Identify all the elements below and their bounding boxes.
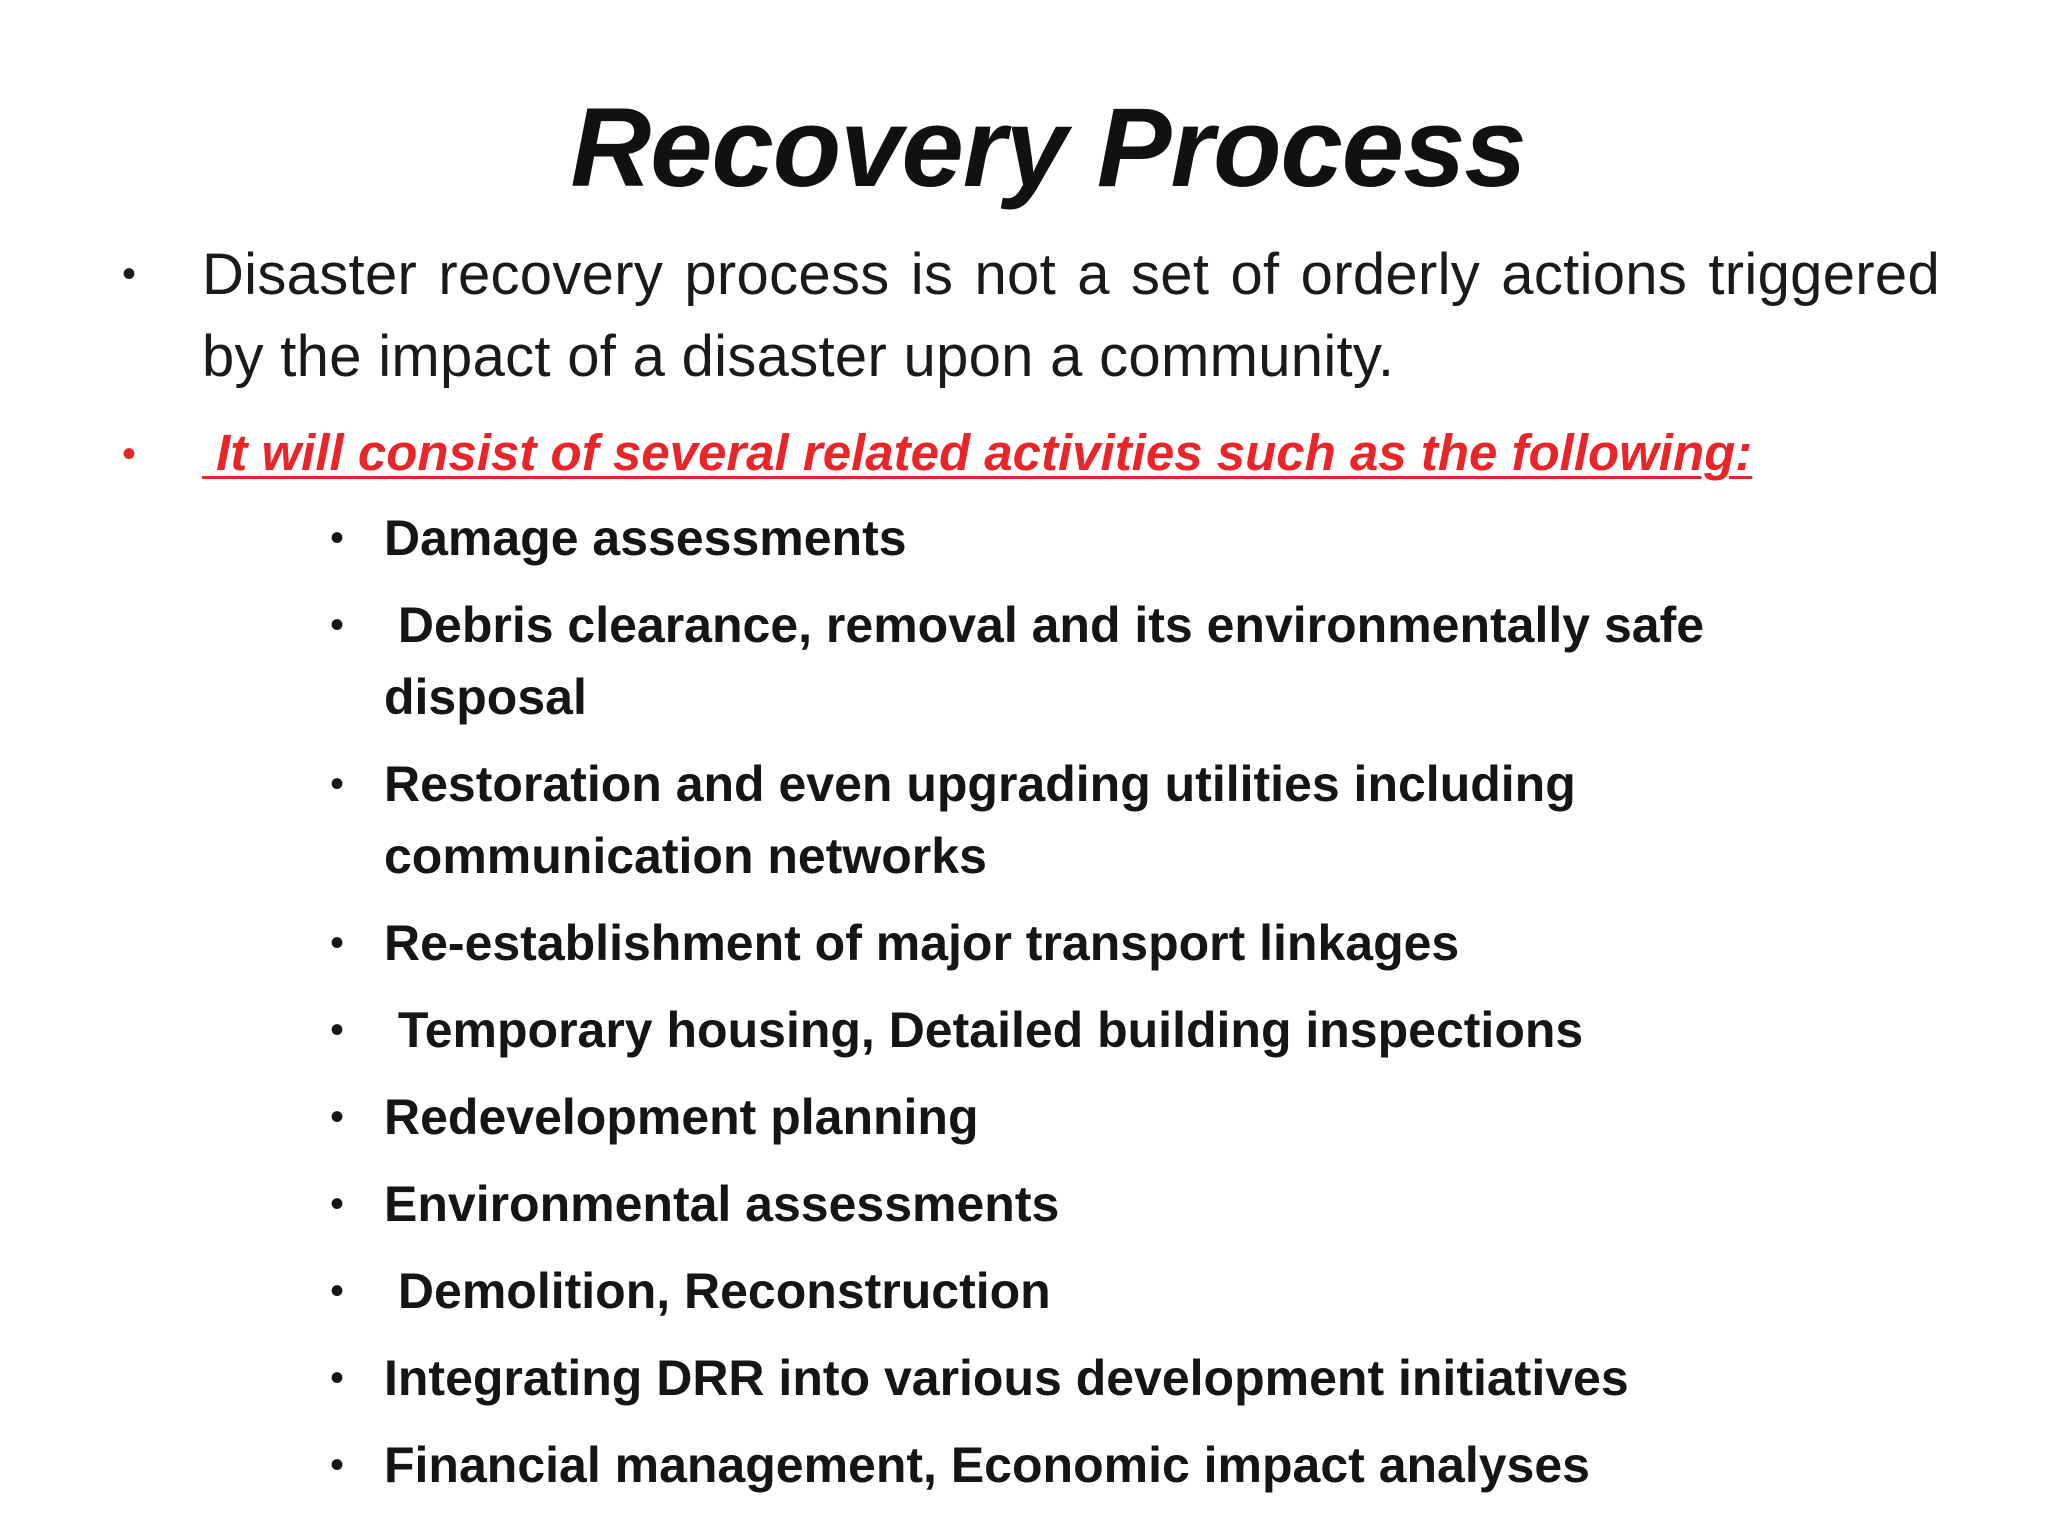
bullet-icon: • <box>330 1269 345 1313</box>
slide-title: Recovery Process <box>570 85 1526 210</box>
list-item: • Integrating DRR into various developmen… <box>330 1342 1830 1414</box>
list-item: • Debris clearance, removal and its envi… <box>330 589 1830 733</box>
list-item-text: Financial management, Economic impact an… <box>384 1437 1590 1493</box>
intro-paragraph: Disaster recovery process is not a set o… <box>202 242 1940 389</box>
bullet-icon: • <box>330 921 345 965</box>
list-item: • Restoration and even upgrading utilitie… <box>330 748 1830 892</box>
list-item: • Temporary housing, Detailed building i… <box>330 994 1830 1066</box>
activities-list: • Damage assessments • Debris clearance, … <box>330 502 1830 1516</box>
list-item: • Financial management, Economic impact a… <box>330 1429 1830 1501</box>
bullet-icon: • <box>330 1356 345 1400</box>
list-item-text: Debris clearance, removal and its enviro… <box>384 597 1718 725</box>
list-item-text: Temporary housing, Detailed building ins… <box>384 1002 1584 1058</box>
list-item-text: Integrating DRR into various development… <box>384 1350 1629 1406</box>
bullet-icon: • <box>330 762 345 806</box>
bullet-icon: • <box>330 1443 345 1487</box>
list-item-text: Environmental assessments <box>384 1176 1060 1232</box>
list-item-text: Re-establishment of major transport link… <box>384 915 1460 971</box>
bullet-icon: • <box>122 432 137 476</box>
list-item-text: Restoration and even upgrading utilities… <box>384 756 1590 884</box>
list-item: • Re-establishment of major transport lin… <box>330 907 1830 979</box>
highlight-heading: It will consist of several related activ… <box>202 424 1753 481</box>
bullet-icon: • <box>330 1182 345 1226</box>
list-item-text: Redevelopment planning <box>384 1089 979 1145</box>
bullet-icon: • <box>330 1095 345 1139</box>
bullet-icon: • <box>330 603 345 647</box>
list-item-text: Demolition, Reconstruction <box>384 1263 1051 1319</box>
list-item-text: Damage assessments <box>384 510 907 566</box>
list-item: • Redevelopment planning <box>330 1081 1830 1153</box>
bullet-icon: • <box>330 516 345 560</box>
list-item: • Environmental assessments <box>330 1168 1830 1240</box>
list-item: • Demolition, Reconstruction <box>330 1255 1830 1327</box>
bullet-icon: • <box>122 252 137 296</box>
bullet-icon: • <box>330 1008 345 1052</box>
list-item: • Damage assessments <box>330 502 1830 574</box>
